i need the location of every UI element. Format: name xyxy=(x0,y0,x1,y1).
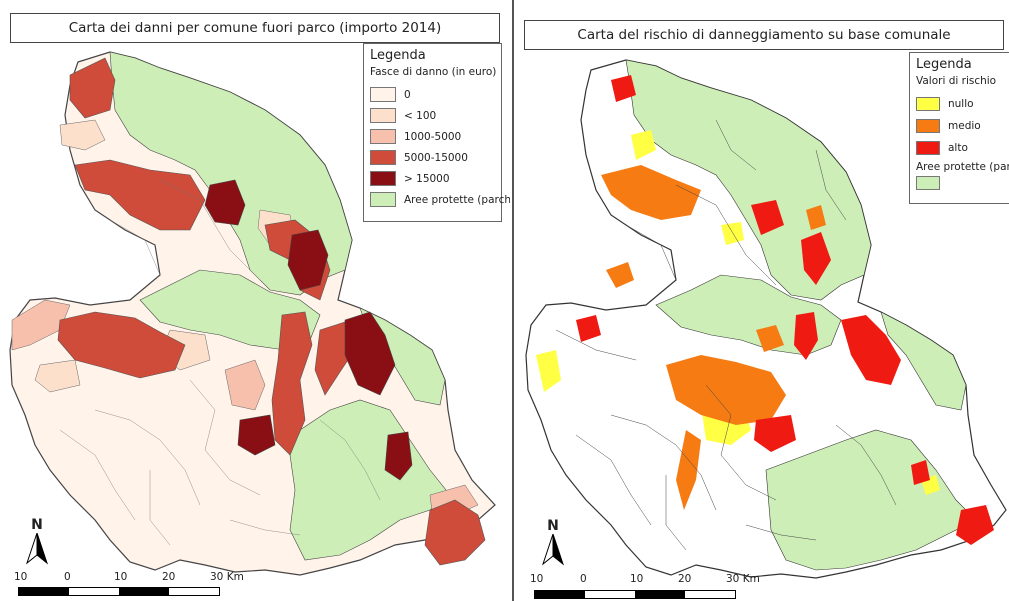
legend-label: 1000-5000 xyxy=(404,130,462,143)
legend-item: alto xyxy=(916,137,1009,159)
legend-swatch xyxy=(370,87,396,102)
legend-swatch xyxy=(916,119,940,133)
legend-label: medio xyxy=(948,120,981,132)
municipality-5000-15000 xyxy=(424,499,486,566)
legend-item: 1000-5000 xyxy=(370,126,501,147)
risk-map xyxy=(525,59,1007,579)
legend-item: 0 xyxy=(370,84,501,105)
municipality-gt15000 xyxy=(344,311,396,396)
legend-label: alto xyxy=(948,142,968,154)
scale-bar xyxy=(534,590,736,599)
legend-item: medio xyxy=(916,115,1009,137)
damage-map xyxy=(9,51,496,576)
legend-title: Legenda xyxy=(916,57,972,72)
legend-label: Aree protette (parchi) xyxy=(404,193,510,206)
municipality-lt100 xyxy=(34,359,81,393)
legend-title: Legenda xyxy=(370,48,426,63)
north-arrow: N xyxy=(22,517,52,569)
scale-label: 30 Km xyxy=(726,573,760,585)
damage-map-title: Carta dei danni per comune fuori parco (… xyxy=(10,13,500,43)
municipality-1000-5000 xyxy=(224,359,266,411)
municipality-gt15000 xyxy=(384,431,413,481)
risk-medio-areas xyxy=(601,165,826,510)
legend-label: nullo xyxy=(948,98,974,110)
legend-subtitle: Fasce di danno (in euro) xyxy=(370,66,497,78)
legend-item: Aree protette (parchi) xyxy=(370,189,510,210)
scale-label: 0 xyxy=(580,573,587,585)
legend-label: 5000-15000 xyxy=(404,151,468,164)
municipality-lt100 xyxy=(59,119,106,151)
legend-subtitle: Valori di rischio xyxy=(916,75,997,87)
damage-map-panel: Carta dei danni per comune fuori parco (… xyxy=(9,13,510,596)
legend-item: nullo xyxy=(916,93,1009,115)
damage-legend: Legenda Fasce di danno (in euro) 0 < 100… xyxy=(363,43,510,222)
risk-map-panel: Carta del rischio di danneggiamento su b… xyxy=(516,0,1009,601)
legend-label: < 100 xyxy=(404,109,437,122)
legend-item: > 15000 xyxy=(370,168,501,189)
north-arrow-icon xyxy=(25,532,49,565)
legend-swatch xyxy=(370,171,396,186)
panel-divider xyxy=(512,0,514,601)
scale-label: 10 xyxy=(14,571,28,583)
legend-parks-label: Aree protette (parchi) xyxy=(916,161,1009,173)
legend-swatch xyxy=(370,192,396,207)
north-arrow: N xyxy=(538,518,568,570)
legend-swatch xyxy=(370,129,396,144)
municipality-gt15000 xyxy=(204,179,246,226)
north-label: N xyxy=(547,518,559,534)
scale-label: 20 xyxy=(678,573,692,585)
legend-item: < 100 xyxy=(370,105,501,126)
scale-label: 10 xyxy=(630,573,644,585)
risk-map-title: Carta del rischio di danneggiamento su b… xyxy=(524,20,1004,50)
park-area-central xyxy=(139,269,321,351)
legend-swatch xyxy=(916,141,940,155)
municipality-5000-15000 xyxy=(69,57,116,119)
scale-label: 0 xyxy=(64,571,71,583)
scale-bar xyxy=(18,587,220,596)
risk-legend: Legenda Valori di rischio nullo medio al… xyxy=(909,52,1009,204)
north-label: N xyxy=(31,517,43,533)
municipality-boundaries xyxy=(59,179,381,546)
legend-parks-swatch xyxy=(916,176,940,190)
legend-swatch xyxy=(370,108,396,123)
scale-label: 10 xyxy=(114,571,128,583)
legend-label: > 15000 xyxy=(404,172,450,185)
legend-item: 5000-15000 xyxy=(370,147,501,168)
legend-label: 0 xyxy=(404,88,411,101)
legend-swatch xyxy=(916,97,940,111)
municipality-gt15000 xyxy=(237,414,276,456)
legend-swatch xyxy=(370,150,396,165)
north-arrow-icon xyxy=(541,533,565,566)
scale-label: 10 xyxy=(530,573,544,585)
municipality-boundaries xyxy=(555,119,897,551)
municipality-5000-15000 xyxy=(57,311,186,379)
municipality-gt15000 xyxy=(287,229,329,291)
scale-label: 30 Km xyxy=(210,571,244,583)
municipality-5000-15000 xyxy=(74,159,206,231)
municipality-5000-15000 xyxy=(271,311,313,456)
risk-alto-areas xyxy=(576,75,994,545)
park-area-east xyxy=(880,311,967,411)
scale-label: 20 xyxy=(162,571,176,583)
